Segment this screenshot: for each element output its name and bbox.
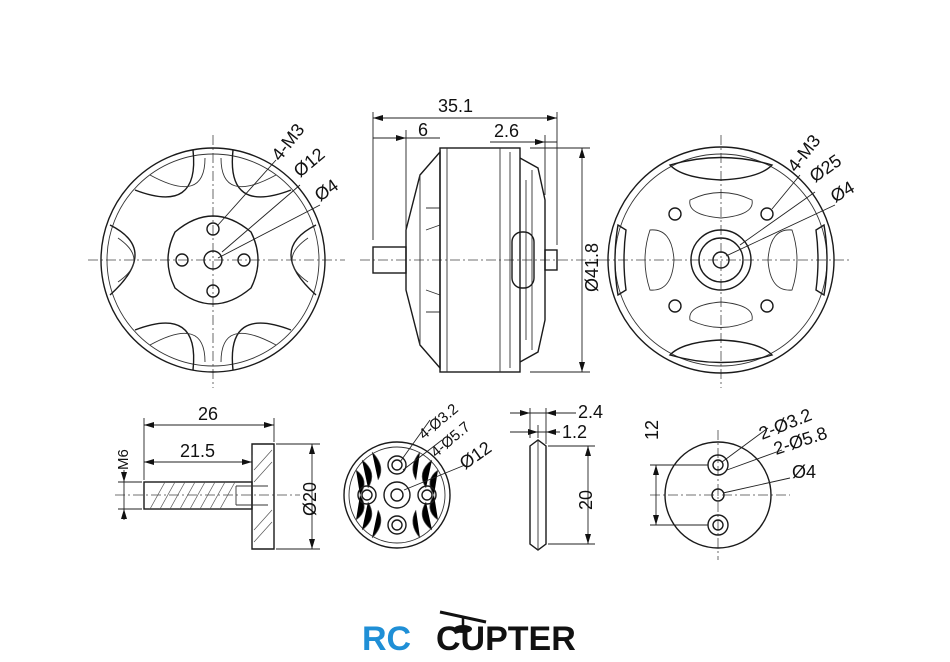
motor-side-view: 35.1 6 2.6 Ø41.8 [360,96,602,373]
label-d12-left: Ø12 [290,144,329,181]
label-12-left: 12 [642,420,662,440]
logo-text-cupter: CUPTER [436,620,576,658]
logo-text-rc: RC [362,620,411,658]
clamp-plate-view: 12 2-Ø3.2 2-Ø5.8 Ø4 [642,405,830,560]
shaft-adapter-view: 26 21.5 M6 Ø20 [115,404,320,550]
label-6: 6 [418,120,428,140]
label-d4-left: Ø4 [311,175,342,205]
prop-washer-front-view: 4-Ø3.2 4-Ø5.7 Ø12 [343,401,495,549]
label-20-side: 20 [576,490,596,510]
helicopter-rotor-icon [439,610,487,633]
label-d4-right: Ø4 [827,177,858,206]
label-21-5: 21.5 [180,441,215,461]
label-m6: M6 [115,449,132,470]
washer-side-view: 2.4 1.2 20 [510,402,603,551]
motor-base-view: 4-M3 Ø12 Ø4 [88,120,345,388]
rc-copter-logo: RC CUPTER [362,610,576,658]
label-d20-shaft: Ø20 [300,482,320,516]
label-2-4: 2.4 [578,402,603,422]
motor-top-view: 4-M3 Ø25 Ø4 [600,131,858,388]
label-1-2: 1.2 [562,422,587,442]
label-35-1: 35.1 [438,96,473,116]
label-2-6: 2.6 [494,121,519,141]
label-26: 26 [198,404,218,424]
label-d12-prop: Ø12 [456,437,495,473]
label-d4-clamp: Ø4 [792,462,816,482]
label-d41-8: Ø41.8 [582,243,602,292]
